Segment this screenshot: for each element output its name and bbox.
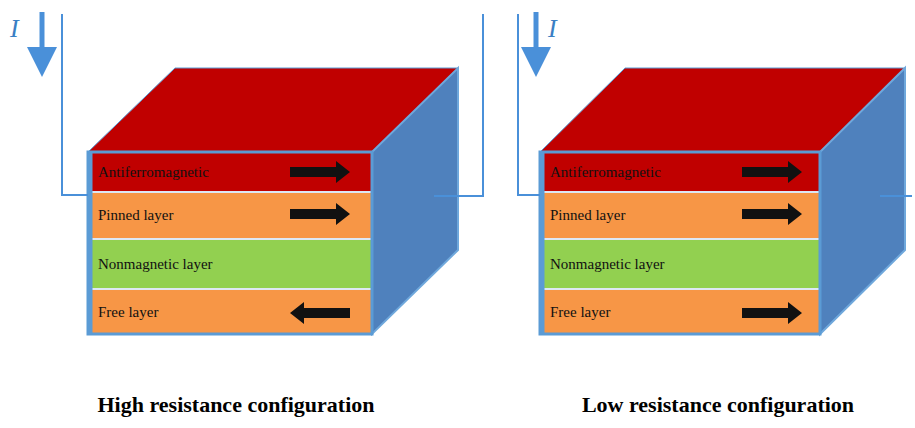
layer-name: Antiferromagnetic — [550, 164, 661, 181]
left-stack — [42, 12, 483, 334]
nonmagnetic-layer: Nonmagnetic layer — [90, 240, 370, 288]
layer-name: Pinned layer — [550, 207, 625, 224]
layer-name: Free layer — [98, 304, 158, 321]
layer-name: Nonmagnetic layer — [550, 256, 665, 273]
layer-name: Pinned layer — [98, 207, 173, 224]
right-stack — [518, 12, 912, 334]
free-layer: Free layer — [542, 290, 732, 334]
antiferromagnetic-layer: Antiferromagnetic — [542, 152, 732, 192]
pinned-layer: Pinned layer — [90, 192, 280, 238]
current-symbol: I — [10, 14, 19, 44]
configuration-caption: Low resistance configuration — [582, 392, 854, 418]
antiferromagnetic-layer: Antiferromagnetic — [90, 152, 280, 192]
configuration-caption: High resistance configuration — [97, 392, 374, 418]
current-symbol: I — [548, 14, 557, 44]
nonmagnetic-layer: Nonmagnetic layer — [542, 240, 818, 288]
pinned-layer: Pinned layer — [542, 192, 732, 238]
layer-name: Antiferromagnetic — [98, 164, 209, 181]
layer-name: Nonmagnetic layer — [98, 256, 213, 273]
layer-name: Free layer — [550, 304, 610, 321]
free-layer: Free layer — [90, 290, 280, 334]
